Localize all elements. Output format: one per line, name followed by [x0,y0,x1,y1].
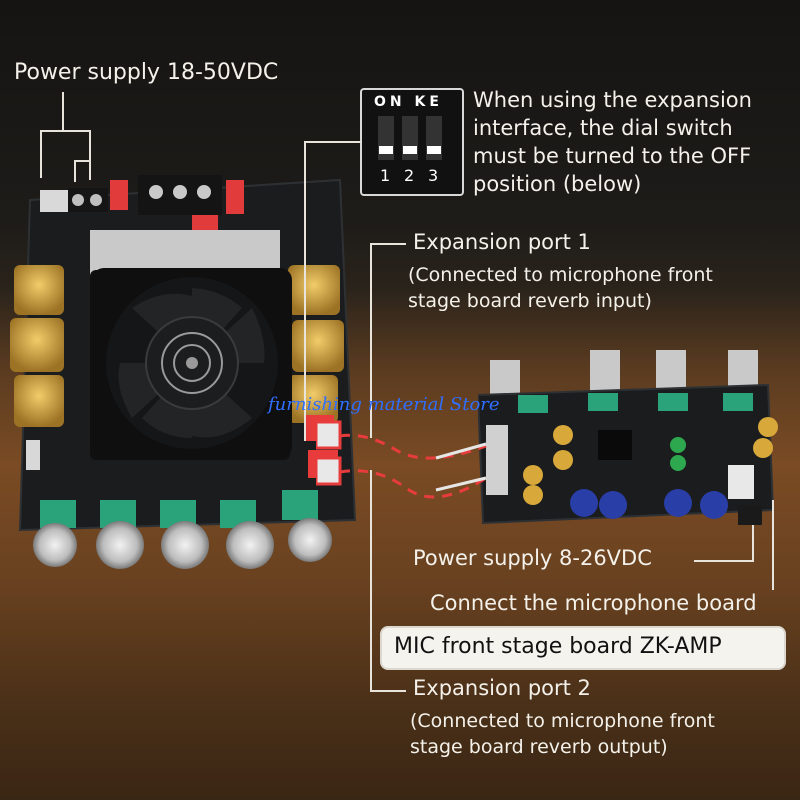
connection-wires [316,420,487,499]
expansion-port-1-desc-1: (Connected to microphone front [408,264,713,286]
power-supply-main-label: Power supply 18-50VDC [14,60,279,85]
dip-num-3: 3 [428,166,439,185]
power-small-leader-v [752,525,754,561]
power-bracket-vertical [62,92,64,130]
dip-note-line-1: When using the expansion [473,88,752,112]
expansion-port-2-desc-2: stage board reverb output) [410,736,668,758]
expansion-port-1-desc-2: stage board reverb input) [408,290,652,312]
cooling-fan-icon [92,268,292,458]
port2-leader-h [370,690,406,692]
dip-note-line-4: position (below) [473,172,642,196]
mic-board-name-box: MIC front stage board ZK-AMP [382,628,784,668]
dip-leader-h [304,141,362,143]
port2-leader-v [370,470,372,690]
store-watermark: furnishing material Store [268,394,500,415]
power-bracket-right [89,130,91,180]
mic-front-stage-board [478,350,778,525]
dip-slot-2 [402,116,418,160]
dip-slot-3 [426,116,442,160]
power-small-leader-h [694,560,754,562]
expansion-port-1-title: Expansion port 1 [413,230,591,254]
dip-note-line-3: must be turned to the OFF [473,144,752,168]
dip-leader-v [304,141,306,441]
expansion-port-2-title: Expansion port 2 [413,676,591,700]
dip-num-2: 2 [404,166,415,185]
power-supply-mic-label: Power supply 8-26VDC [413,546,652,570]
power-bracket-horizontal [40,130,90,132]
dip-on-label: ON KE [374,94,443,110]
dip-num-1: 1 [380,166,391,185]
connect-mic-label: Connect the microphone board [430,591,757,615]
dip-note-line-2: interface, the dial switch [473,116,733,140]
power-bracket-left [40,130,42,178]
power-bracket-mid [74,160,76,182]
port1-leader-h [370,243,406,245]
dip-slot-1 [378,116,394,160]
power-bracket-mid-h [74,160,90,162]
expansion-port-2-desc-1: (Connected to microphone front [410,710,715,732]
mic-board-name: MIC front stage board ZK-AMP [394,634,722,659]
port1-leader-v [370,243,372,438]
connect-mic-leader [772,500,774,590]
dip-switch-icon: ON KE 1 2 3 [360,88,464,196]
